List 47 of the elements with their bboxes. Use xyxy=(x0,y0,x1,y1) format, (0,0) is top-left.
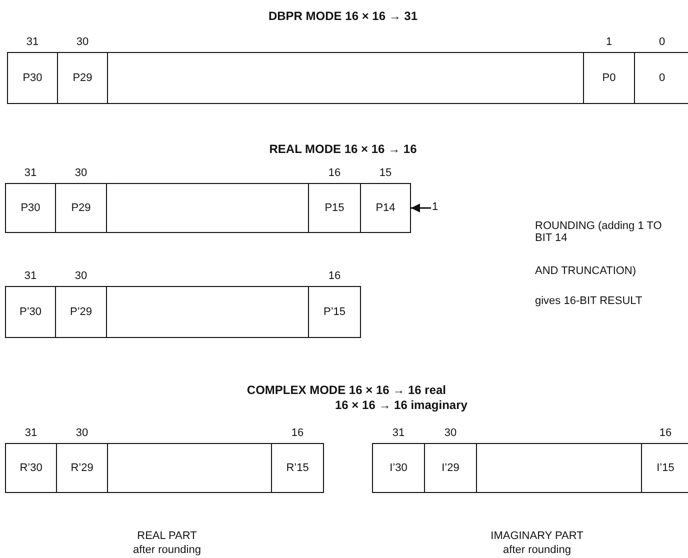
register-cell: R’29 xyxy=(56,443,108,493)
note-text: AND TRUNCATION) xyxy=(535,265,636,277)
register-cell: R’30 xyxy=(5,443,57,493)
note-text: ROUNDING (adding 1 TO BIT 14 xyxy=(535,220,663,244)
bit-number: 16 xyxy=(327,270,342,282)
bit-number: 30 xyxy=(74,270,88,282)
bit-number: 31 xyxy=(23,167,38,179)
register-cell: P’30 xyxy=(5,286,56,338)
register-cell: P30 xyxy=(5,183,56,233)
register-cell: P29 xyxy=(57,52,108,104)
bit-number: 30 xyxy=(74,167,88,179)
mode-heading: COMPLEX MODE 16 × 16 → 16 real xyxy=(246,383,446,397)
bit-number: 16 xyxy=(327,167,342,179)
mode-heading: DBPR MODE 16 × 16 → 31 xyxy=(268,9,418,23)
register-cell: R’15 xyxy=(271,443,324,493)
part-caption: REAL PART xyxy=(137,530,197,542)
register-cell: P30 xyxy=(7,52,58,104)
register-cell: P’29 xyxy=(55,286,107,338)
bit-number: 31 xyxy=(25,36,40,48)
bit-number: 31 xyxy=(24,427,38,439)
register-cell: P14 xyxy=(360,183,411,233)
register-cell: P’15 xyxy=(308,286,361,338)
part-caption: after rounding xyxy=(133,544,201,556)
bit-number: 16 xyxy=(290,427,305,439)
bit-number: 16 xyxy=(658,427,673,439)
part-caption: IMAGINARY PART xyxy=(490,530,584,542)
register-cell: I’29 xyxy=(424,443,477,493)
input-value: 1 xyxy=(432,201,438,213)
bit-number: 30 xyxy=(443,427,458,439)
register-cell: I’15 xyxy=(641,443,688,493)
bit-number: 0 xyxy=(658,36,666,48)
bit-number: 30 xyxy=(75,36,90,48)
bit-number: 31 xyxy=(391,427,406,439)
bit-number: 15 xyxy=(378,167,393,179)
register-cell: P15 xyxy=(308,183,361,233)
mode-heading: REAL MODE 16 × 16 → 16 xyxy=(269,142,417,156)
bit-number: 1 xyxy=(604,36,614,48)
register-cell: I’30 xyxy=(372,443,425,493)
register-cell: P29 xyxy=(55,183,107,233)
part-caption: after rounding xyxy=(503,544,571,556)
mode-heading: 16 × 16 → 16 imaginary xyxy=(335,398,468,412)
note-text: gives 16-BIT RESULT xyxy=(535,295,642,307)
bit-number: 31 xyxy=(23,270,38,282)
arrow xyxy=(411,204,431,212)
register-cell: P0 xyxy=(583,52,635,104)
bit-number: 30 xyxy=(74,427,90,439)
register-cell: 0 xyxy=(634,52,688,104)
